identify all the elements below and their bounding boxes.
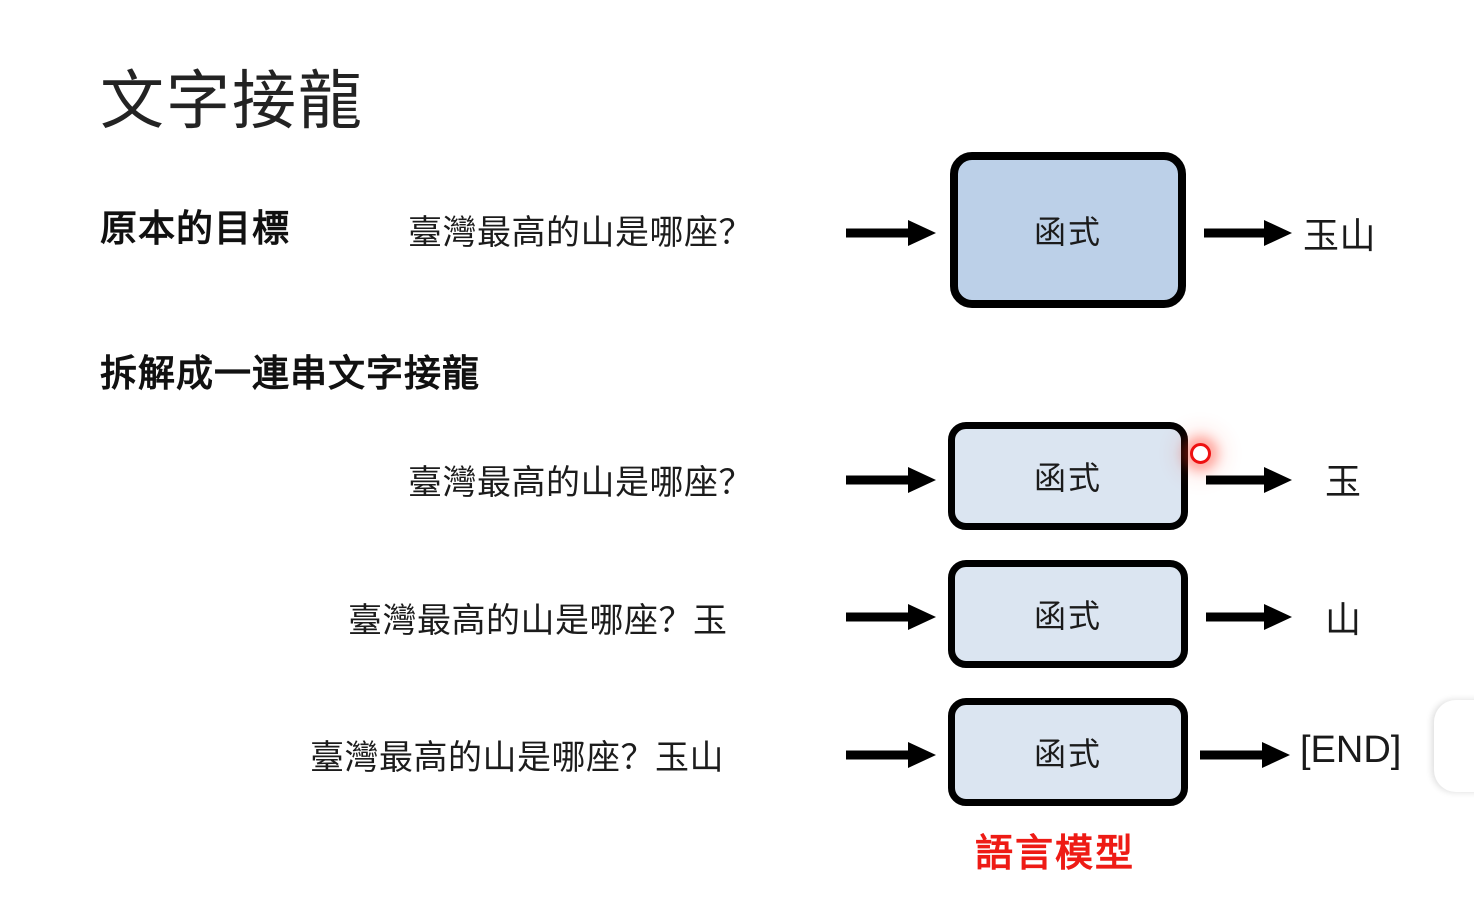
arrow-right-icon <box>846 602 936 632</box>
arrow-right-icon <box>846 465 936 495</box>
arrow-right-icon <box>846 218 936 248</box>
prompt-text-step-2: 臺灣最高的山是哪座？玉 <box>348 602 728 640</box>
arrow-right-icon <box>1204 218 1292 248</box>
output-text-step-1: 玉 <box>1325 461 1362 502</box>
edge-floating-card[interactable] <box>1434 700 1474 792</box>
arrow-right-icon <box>1200 740 1290 770</box>
function-box-label: 函式 <box>1033 214 1102 250</box>
prompt-text-step-3: 臺灣最高的山是哪座？玉山 <box>310 739 724 777</box>
section-heading-original-goal: 原本的目標 <box>100 208 290 249</box>
arrow-right-icon <box>846 740 936 770</box>
function-box-label: 函式 <box>1033 460 1102 496</box>
function-box-label: 函式 <box>1033 598 1102 634</box>
output-text-step-2: 山 <box>1325 599 1362 640</box>
function-box-original-goal[interactable]: 函式 <box>950 152 1186 308</box>
output-text-step-3: [END] <box>1300 729 1402 771</box>
function-box-label: 函式 <box>1033 736 1102 772</box>
function-box-step-3[interactable]: 函式 <box>948 698 1188 806</box>
arrow-right-icon <box>1206 602 1292 632</box>
prompt-text-original-goal: 臺灣最高的山是哪座？ <box>408 214 753 252</box>
function-box-step-1[interactable]: 函式 <box>948 422 1188 530</box>
function-box-step-2[interactable]: 函式 <box>948 560 1188 668</box>
output-text-original-goal: 玉山 <box>1303 215 1377 256</box>
prompt-text-step-1: 臺灣最高的山是哪座？ <box>408 464 753 502</box>
cursor-pointer-dot <box>1190 443 1211 464</box>
arrow-right-icon <box>1206 465 1292 495</box>
page-title: 文字接龍 <box>100 65 364 137</box>
language-model-caption: 語言模型 <box>975 833 1136 875</box>
section-heading-decomposed: 拆解成一連串文字接龍 <box>100 353 480 394</box>
